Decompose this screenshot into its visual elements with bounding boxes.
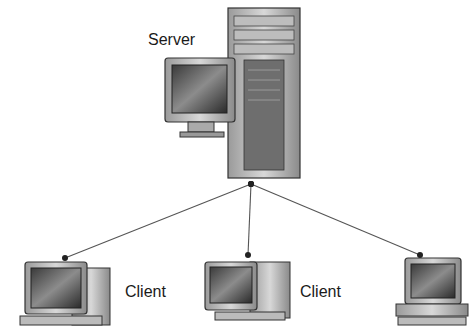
server-node: Server bbox=[145, 2, 305, 184]
node-label: Client bbox=[300, 282, 341, 301]
client-computer bbox=[205, 262, 290, 320]
client-computer bbox=[20, 262, 110, 325]
client-node bbox=[392, 255, 468, 325]
server-tower bbox=[228, 8, 300, 178]
node-label: Server bbox=[148, 30, 195, 49]
network-link bbox=[248, 181, 423, 258]
client-node: Client bbox=[200, 255, 362, 323]
node-label: Client bbox=[125, 282, 166, 301]
network-link bbox=[245, 181, 254, 258]
network-link bbox=[62, 181, 254, 261]
client-node: Client bbox=[22, 258, 190, 324]
client-computer bbox=[396, 258, 468, 325]
server-monitor bbox=[165, 58, 235, 137]
